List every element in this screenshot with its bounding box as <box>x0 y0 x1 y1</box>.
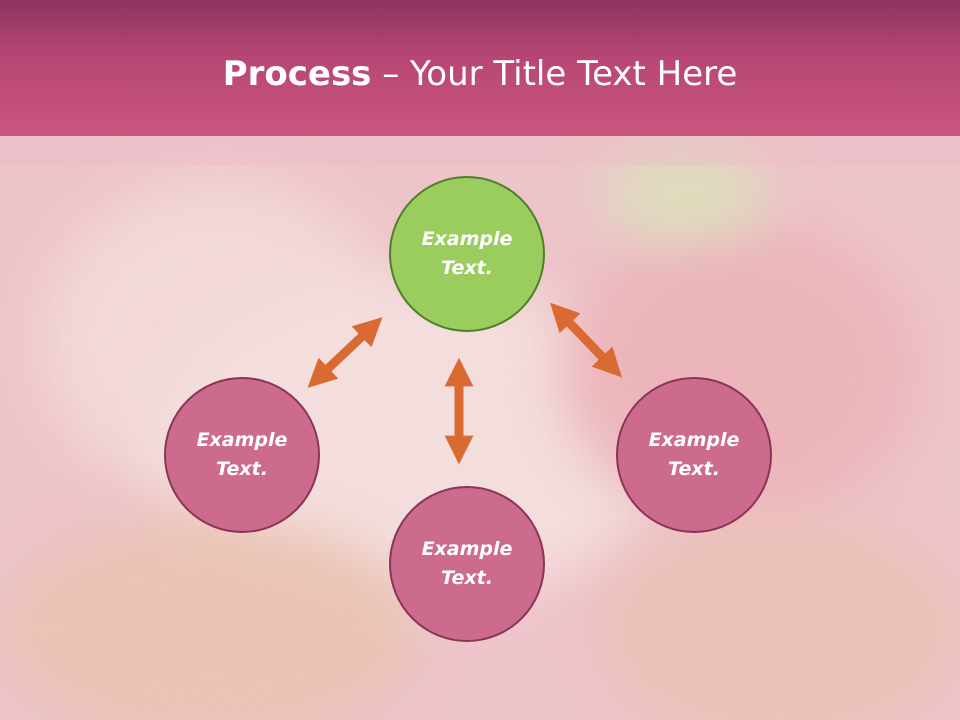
node-top-label: Example Text. <box>421 228 513 279</box>
node-top: Example Text. <box>389 176 545 332</box>
node-left: Example Text. <box>164 377 320 533</box>
node-bottom: Example Text. <box>389 486 545 642</box>
arrow-top-right <box>550 302 622 378</box>
slide-header: Process – Your Title Text Here <box>0 0 960 136</box>
slide-title: Process – Your Title Text Here <box>0 52 960 96</box>
node-right-label: Example Text. <box>648 429 740 480</box>
node-bottom-label: Example Text. <box>421 538 513 589</box>
node-right: Example Text. <box>616 377 772 533</box>
node-left-label: Example Text. <box>196 429 288 480</box>
title-strong: Process <box>222 54 372 94</box>
title-rest: – Your Title Text Here <box>371 54 738 94</box>
arrow-top-left <box>307 317 383 388</box>
header-shadow-band <box>0 136 960 166</box>
